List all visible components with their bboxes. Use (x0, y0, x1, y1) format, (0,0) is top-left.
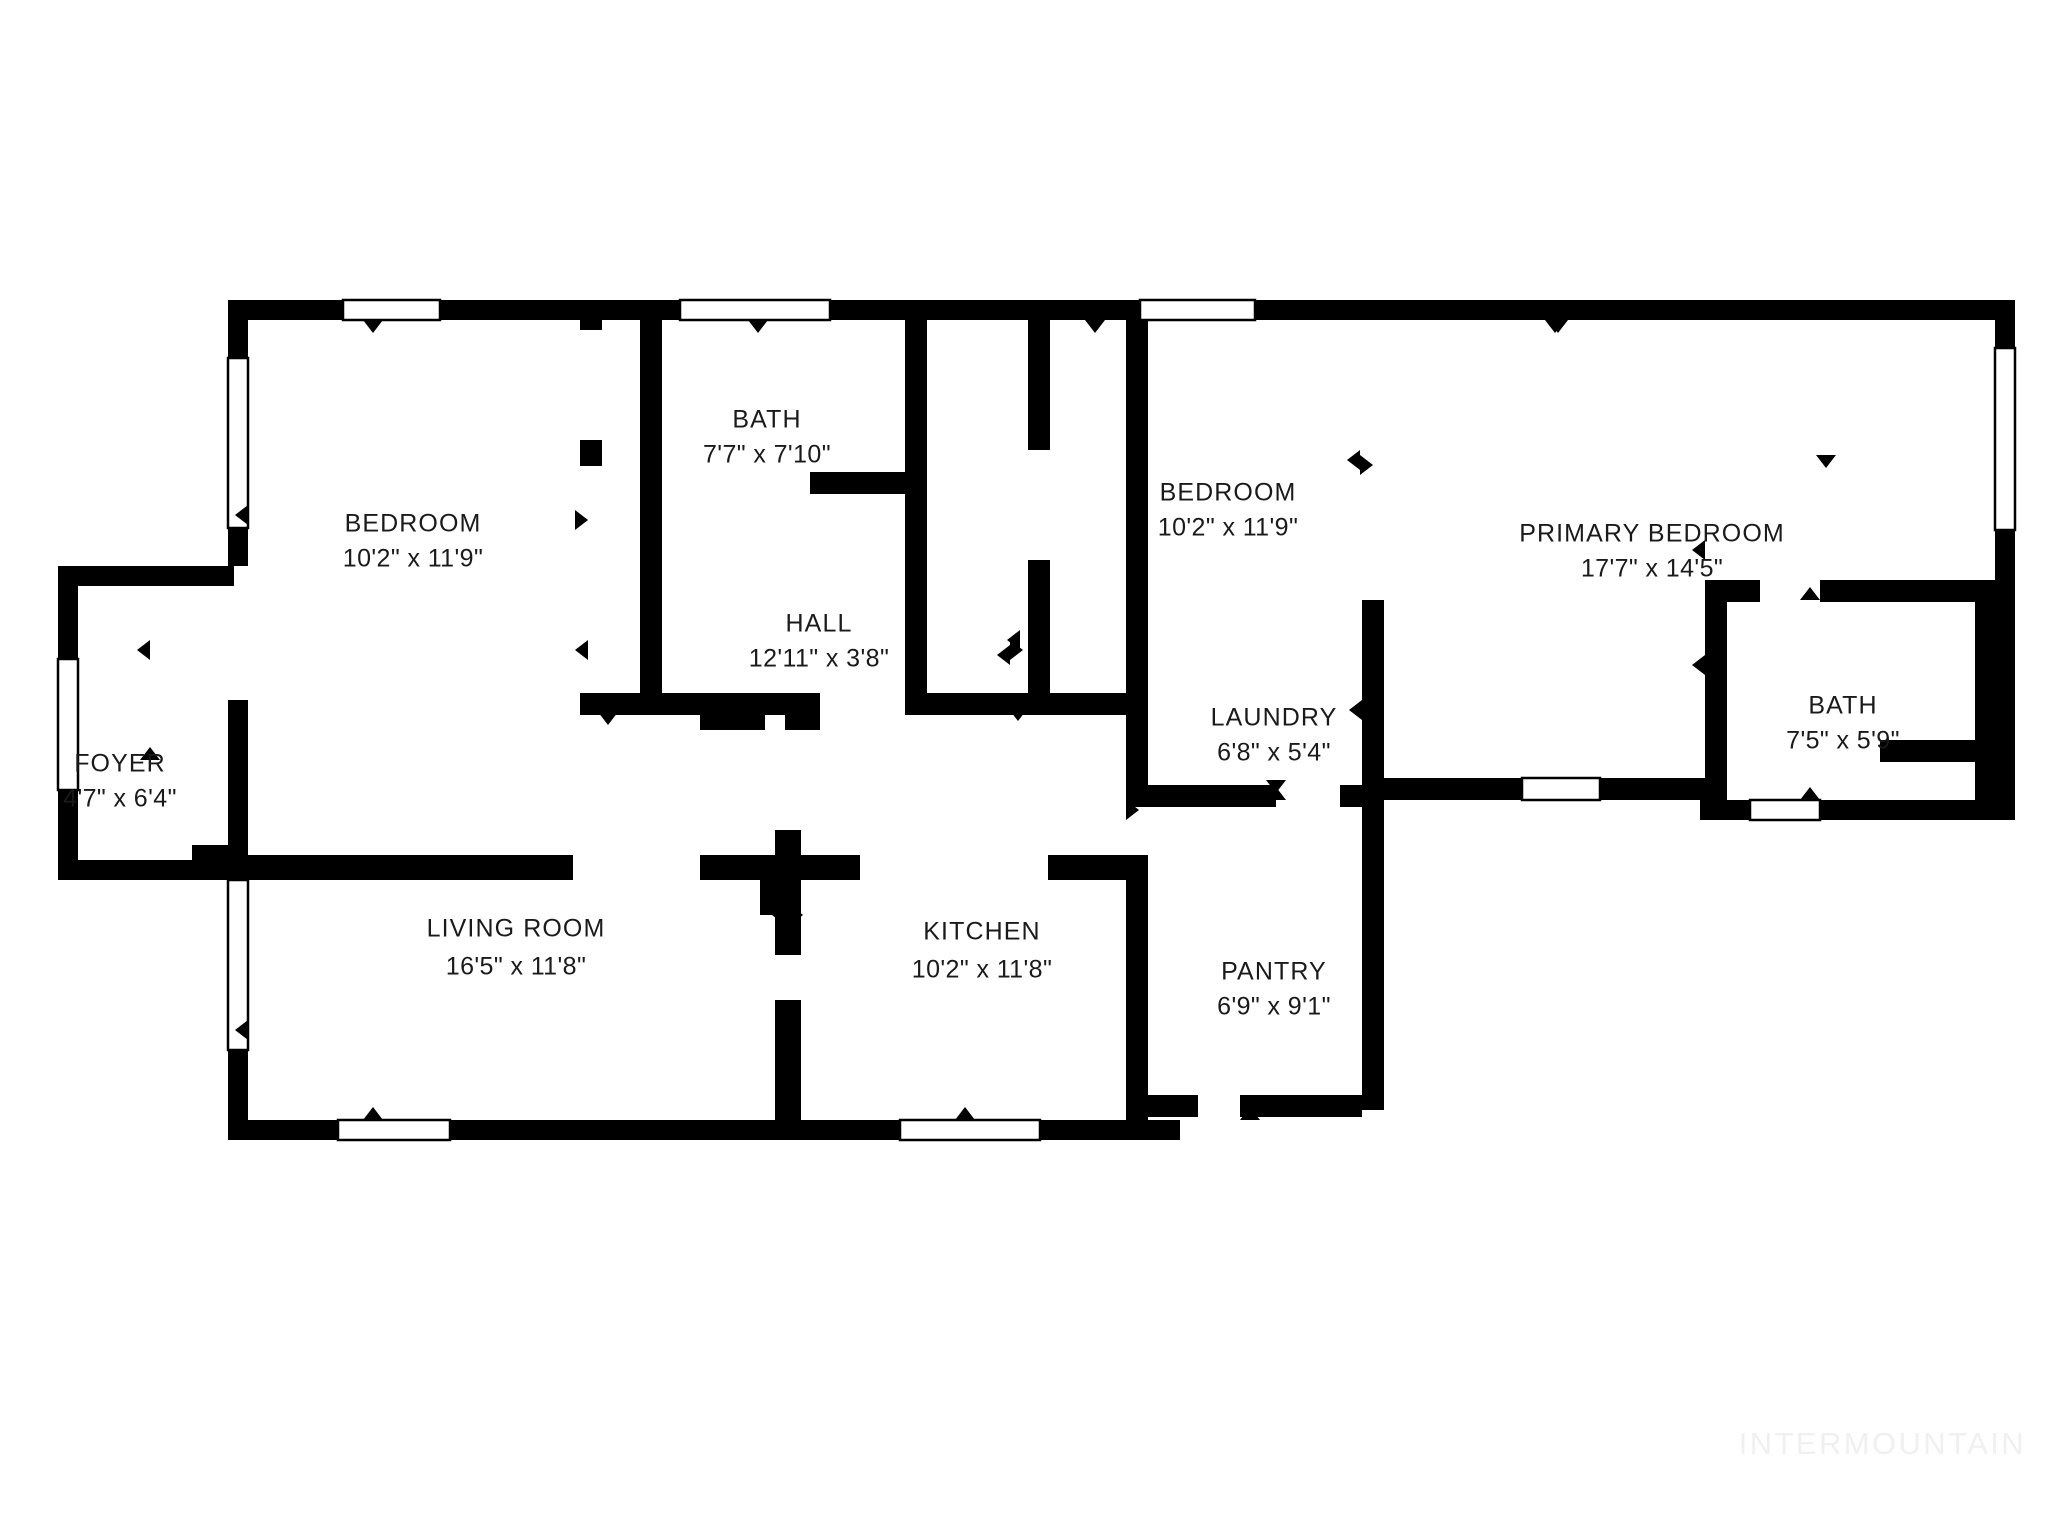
room-label-hall: HALL 12'11" x 3'8" (749, 610, 889, 673)
room-label-laundry: LAUNDRY 6'8" x 5'4" (1211, 704, 1338, 767)
room-name: BEDROOM (345, 510, 482, 538)
room-label-living-room: LIVING ROOM 16'5" x 11'8" (427, 915, 606, 981)
room-label-group: BEDROOM 10'2" x 11'9" BATH 7'7" x 7'10" … (63, 406, 1900, 1021)
room-name: BATH (732, 406, 801, 434)
room-name: PRIMARY BEDROOM (1519, 520, 1785, 548)
wall-group (56, 298, 2017, 1142)
room-label-bedroom-left: BEDROOM 10'2" x 11'9" (343, 510, 483, 573)
room-name: KITCHEN (923, 918, 1040, 946)
watermark-label: INTERMOUNTAIN (1738, 1426, 2026, 1461)
room-dimensions: 6'8" x 5'4" (1217, 739, 1331, 767)
room-dimensions: 10'2" x 11'9" (343, 545, 483, 573)
room-name: HALL (786, 610, 853, 638)
room-name: LAUNDRY (1211, 704, 1338, 732)
room-label-bedroom-mid: BEDROOM 10'2" x 11'9" (1158, 479, 1298, 542)
room-label-pantry: PANTRY 6'9" x 9'1" (1217, 958, 1331, 1021)
room-dimensions: 10'2" x 11'8" (912, 956, 1052, 984)
room-name: PANTRY (1221, 958, 1327, 986)
room-name: BEDROOM (1160, 479, 1297, 507)
room-dimensions: 16'5" x 11'8" (446, 953, 586, 981)
room-dimensions: 7'7" x 7'10" (703, 441, 831, 469)
room-label-primary-bath: BATH 7'5" x 5'9" (1786, 692, 1900, 755)
room-dimensions: 10'2" x 11'9" (1158, 514, 1298, 542)
room-dimensions: 6'9" x 9'1" (1217, 993, 1331, 1021)
room-name: BATH (1808, 692, 1877, 720)
room-dimensions: 7'5" x 5'9" (1786, 727, 1900, 755)
room-name: FOYER (74, 750, 166, 778)
room-dimensions: 17'7" x 14'5" (1581, 555, 1723, 583)
door-marker-group (137, 320, 2008, 1120)
room-dimensions: 12'11" x 3'8" (749, 645, 889, 673)
room-dimensions: 4'7" x 6'4" (63, 785, 177, 813)
room-label-foyer: FOYER 4'7" x 6'4" (63, 750, 177, 813)
room-label-primary-bedroom: PRIMARY BEDROOM 17'7" x 14'5" (1519, 520, 1785, 583)
room-label-bath-hall: BATH 7'7" x 7'10" (703, 406, 831, 469)
room-label-kitchen: KITCHEN 10'2" x 11'8" (912, 918, 1052, 984)
room-name: LIVING ROOM (427, 915, 606, 943)
